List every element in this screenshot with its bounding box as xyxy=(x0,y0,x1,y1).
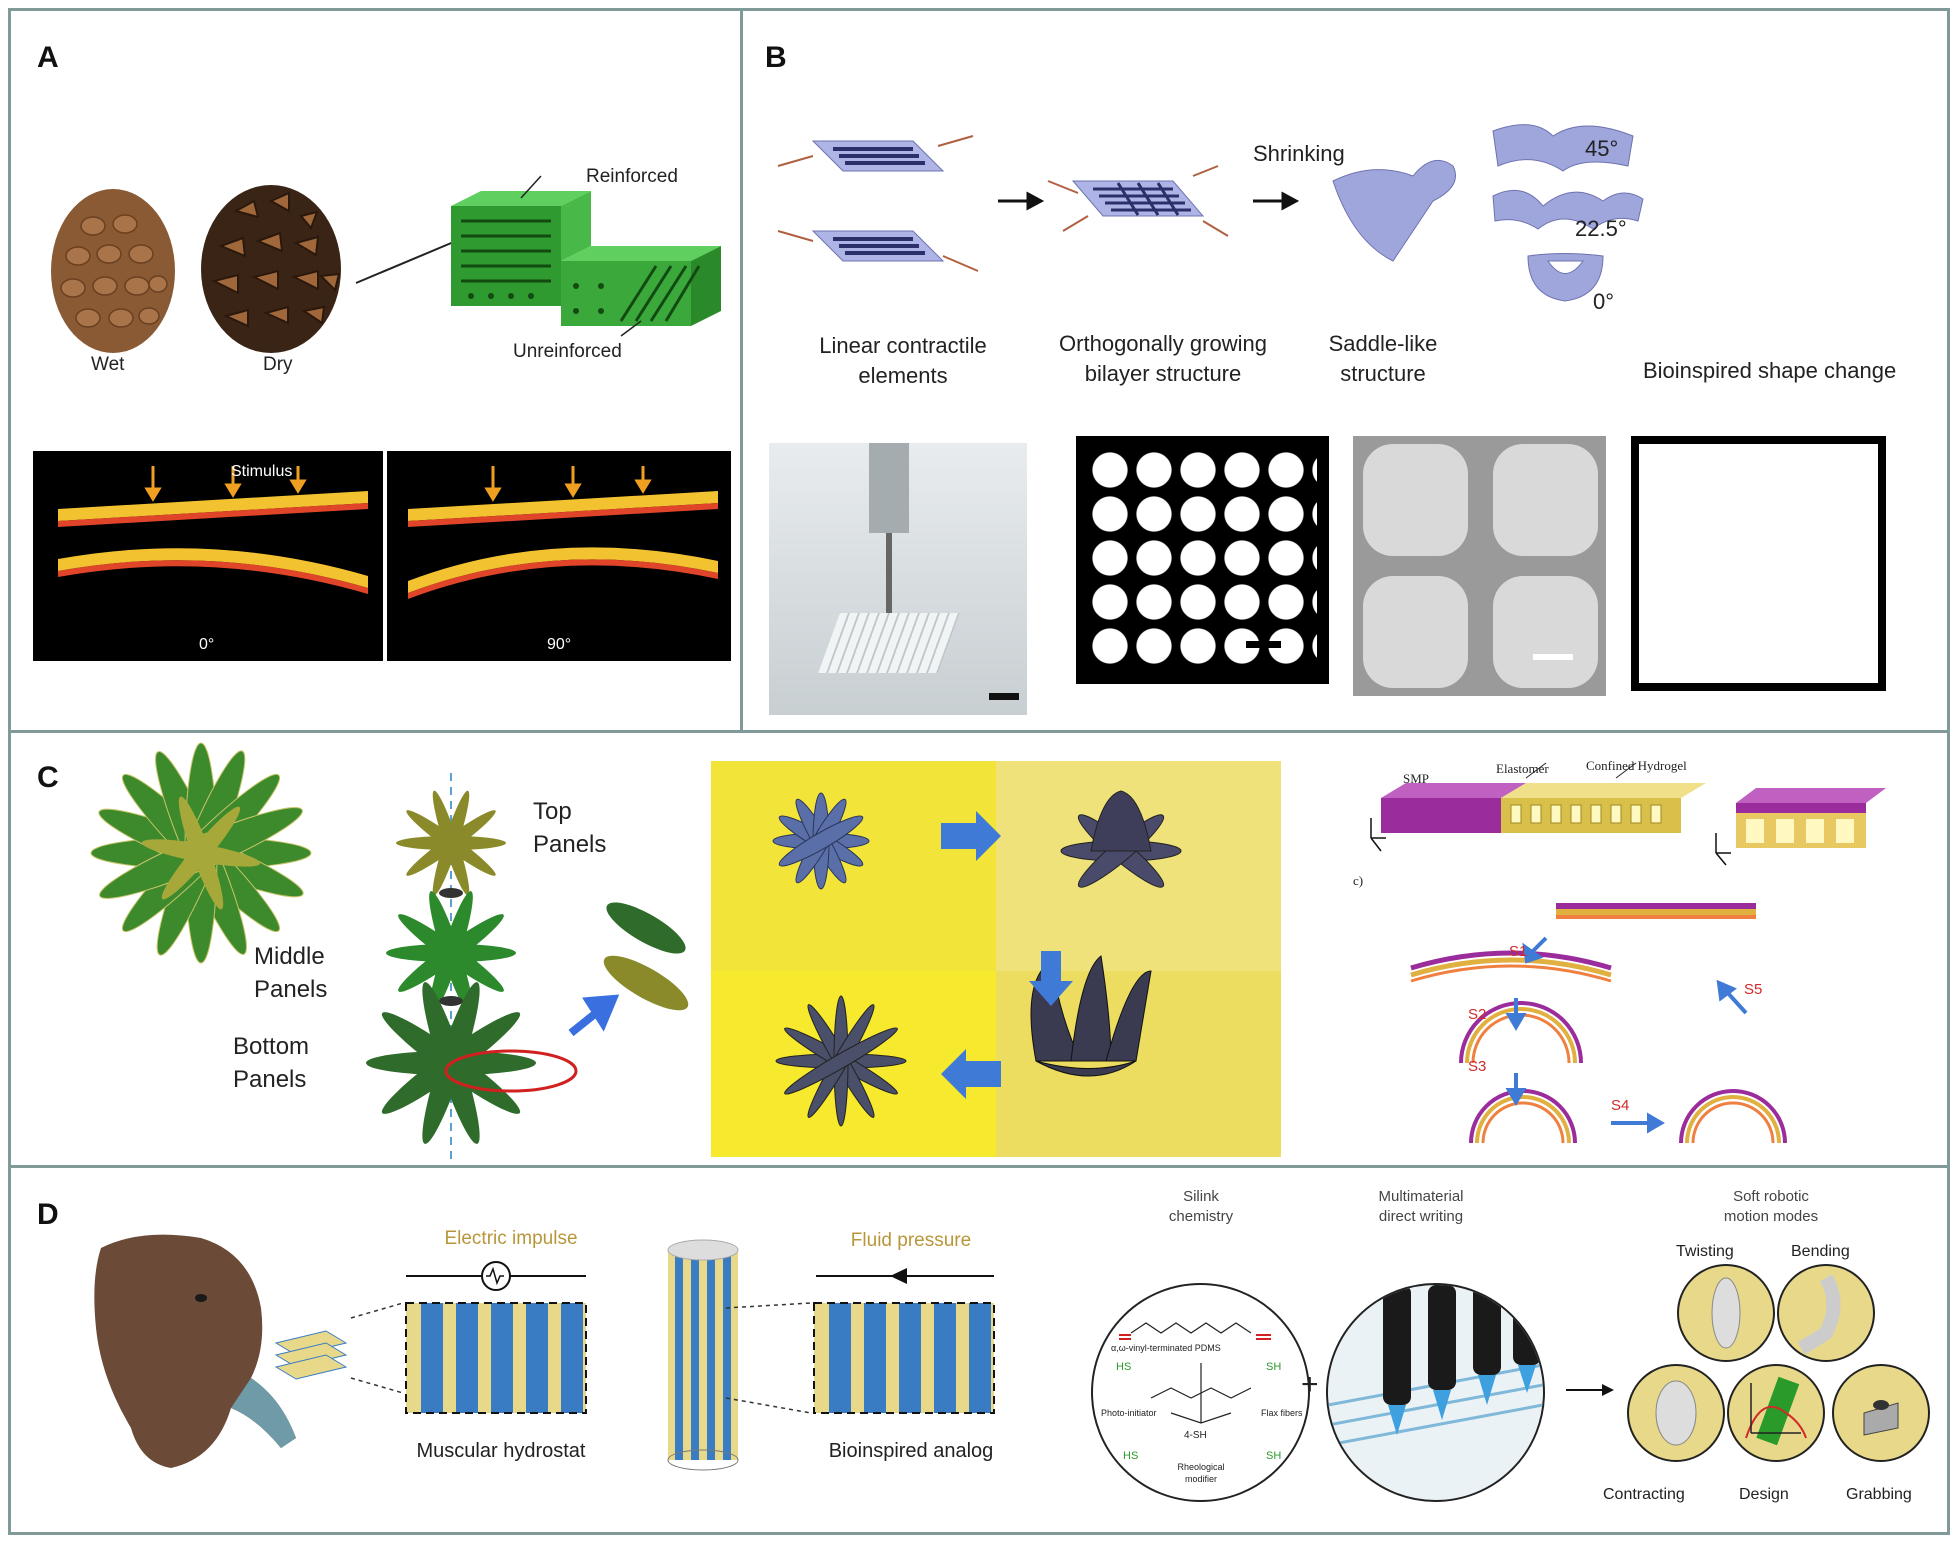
plus-sign: + xyxy=(1301,1368,1319,1401)
muscular-hydrostat-label: Muscular hydrostat xyxy=(416,1440,586,1462)
four-sh-label: 4-SH xyxy=(1184,1430,1207,1441)
unreinforced-label: Unreinforced xyxy=(513,341,622,362)
smp-label: SMP xyxy=(1403,771,1430,786)
s4-label: S4 xyxy=(1611,1097,1630,1114)
bending-label: Bending xyxy=(1791,1243,1850,1260)
rheological-label-1: Rheological xyxy=(1177,1462,1225,1472)
fluid-pressure-label: Fluid pressure xyxy=(850,1230,972,1251)
direct-writing-circle xyxy=(1326,1283,1545,1502)
top-panels-label-2: Panels xyxy=(533,831,607,858)
printer-photo xyxy=(769,443,1027,715)
sub-c-label: c) xyxy=(1353,873,1364,888)
photoinitiator-label: Photo-initiator xyxy=(1101,1408,1157,1418)
panel-a: A Wet Dry xyxy=(8,8,746,736)
sh-label-2: SH xyxy=(1266,1450,1282,1462)
dry-label: Dry xyxy=(263,354,293,375)
wet-label: Wet xyxy=(91,354,125,375)
silink-label-1: Silink xyxy=(1183,1188,1219,1205)
electric-impulse-label: Electric impulse xyxy=(444,1228,578,1249)
elephant-image xyxy=(94,1234,348,1468)
step3-label-line1: Saddle-like xyxy=(1328,331,1438,356)
smp-beam-diagram xyxy=(1370,762,1886,1144)
flower-photo-drawings xyxy=(772,790,1182,1127)
process-arrow xyxy=(1566,1384,1614,1396)
rheological-label-2: modifier xyxy=(1184,1474,1217,1484)
panel-c: C T xyxy=(8,730,1950,1170)
sh-label-1: SH xyxy=(1266,1361,1282,1373)
panel-d: D Electric impulse Muscular hydrostat xyxy=(8,1165,1950,1535)
step2-label-line1: Orthogonally growing xyxy=(1059,331,1267,356)
soft-robotic-label-1: Soft robotic xyxy=(1733,1188,1809,1205)
chemical-structure xyxy=(1119,1322,1271,1424)
beam-drawing xyxy=(58,466,718,599)
multimaterial-label-2: direct writing xyxy=(1378,1208,1464,1225)
angle-90-label: 90° xyxy=(547,636,572,653)
elastomer-label: Elastomer xyxy=(1496,761,1549,776)
lattice-image-2 xyxy=(1353,436,1606,696)
contracting-label: Contracting xyxy=(1603,1486,1685,1503)
twisting-label: Twisting xyxy=(1676,1243,1734,1260)
flower-panels-diagram xyxy=(90,742,689,1163)
middle-panels-label-1: Middle xyxy=(254,943,325,970)
step1-label: Linear contractile elements xyxy=(819,333,987,388)
panel-d-label: D xyxy=(37,1198,59,1231)
contractile-diagram xyxy=(777,124,1644,302)
multimaterial-label-1: Multimaterial xyxy=(1378,1188,1464,1205)
hs-label-1: HS xyxy=(1116,1361,1132,1373)
dry-pinecone-image xyxy=(201,185,341,353)
shrinking-label: Shrinking xyxy=(1253,141,1345,166)
flower-photo-grid xyxy=(711,761,1281,1157)
soft-robotic-label-2: motion modes xyxy=(1723,1208,1819,1225)
shape-change-label: Bioinspired shape change xyxy=(1643,358,1897,383)
panel-c-label: C xyxy=(37,761,59,794)
bioinspired-analog-diagram xyxy=(725,1268,995,1414)
step3-label-line2: structure xyxy=(1340,361,1426,386)
panel-b: B Shrinking Linear contractile el xyxy=(740,8,1950,736)
s2-label: S2 xyxy=(1468,1006,1487,1023)
reinforced-block-diagram xyxy=(451,175,721,337)
angle-22-label: 22.5° xyxy=(1575,216,1627,241)
bottom-panels-label-1: Bottom xyxy=(233,1033,310,1060)
grabbing-label: Grabbing xyxy=(1846,1486,1912,1503)
pdms-label: α,ω-vinyl-terminated PDMS xyxy=(1111,1343,1221,1353)
confined-hydrogel-label: Confined Hydrogel xyxy=(1586,758,1687,773)
bioinspired-analog-label: Bioinspired analog xyxy=(828,1440,994,1462)
s1-label: S1 xyxy=(1509,943,1528,960)
hs-label-2: HS xyxy=(1123,1450,1139,1462)
bottom-panels-label-2: Panels xyxy=(233,1066,307,1093)
flax-label: Flax fibers xyxy=(1261,1408,1303,1418)
step2-label-line2: bilayer structure xyxy=(1084,361,1242,386)
top-panels-label-1: Top xyxy=(533,798,572,825)
muscular-hydrostat-diagram xyxy=(350,1261,587,1414)
panel-b-label: B xyxy=(765,41,787,74)
angle-0-label: 0° xyxy=(199,636,215,653)
wet-pinecone-image xyxy=(51,189,175,353)
lattice-image-1 xyxy=(1076,436,1329,684)
stimulus-label: Stimulus xyxy=(231,463,293,480)
angle-45-label: 45° xyxy=(1585,136,1619,161)
design-label: Design xyxy=(1739,1486,1789,1503)
middle-panels-label-2: Panels xyxy=(254,976,328,1003)
lattice-image-3 xyxy=(1631,436,1886,691)
silink-label-2: chemistry xyxy=(1168,1208,1234,1225)
panel-a-label: A xyxy=(37,41,59,74)
motion-modes-diagram xyxy=(1627,1264,1930,1462)
connector-line xyxy=(355,240,457,284)
bioinspired-cylinder xyxy=(667,1239,739,1471)
angle-0-label-b: 0° xyxy=(1593,289,1615,314)
s3-label: S3 xyxy=(1468,1058,1487,1075)
s5-label: S5 xyxy=(1744,981,1763,998)
reinforced-label: Reinforced xyxy=(586,166,678,187)
